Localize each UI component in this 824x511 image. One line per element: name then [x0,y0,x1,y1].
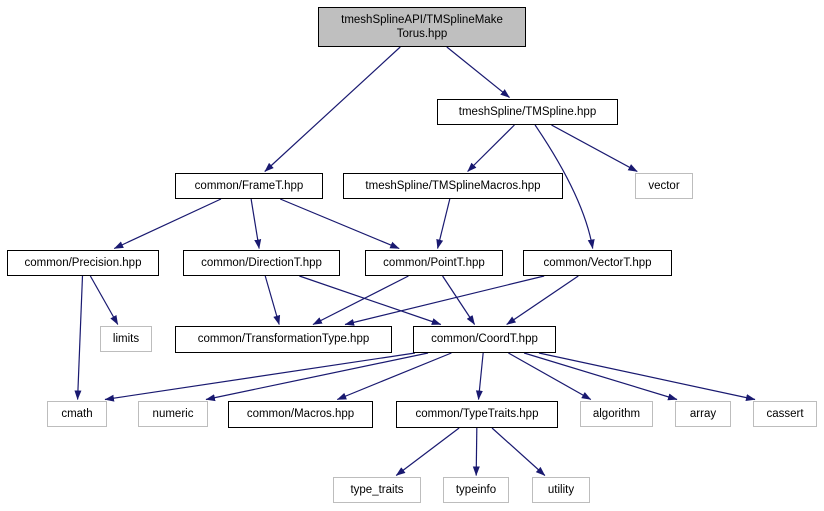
edge-vectort-coordt [506,275,579,325]
node-numeric: numeric [138,401,208,427]
edge-maketorus-framet [264,46,401,172]
edge-pointt-transformationtype [312,275,409,326]
node-tmsplinemacros[interactable]: tmeshSpline/TMSplineMacros.hpp [343,173,563,199]
edge-coordt-cmath [104,352,416,402]
edge-coordt-macros [336,352,452,401]
node-typeinfo: typeinfo [443,477,509,503]
node-typetraits[interactable]: common/TypeTraits.hpp [396,401,558,428]
edge-coordt-numeric [205,352,429,402]
edge-typetraits-utility [491,427,546,476]
edge-precision-cmath [74,275,84,400]
node-directiont[interactable]: common/DirectionT.hpp [183,250,340,276]
edge-tmspline-vector [551,124,638,173]
edge-directiont-transformationtype [264,275,281,325]
node-transformationtype[interactable]: common/TransformationType.hpp [175,326,392,353]
edge-vectort-transformationtype [344,275,545,326]
node-macros[interactable]: common/Macros.hpp [228,401,373,428]
edge-framet-directiont [250,198,262,249]
edge-tmsplinemacros-pointt [436,198,451,249]
edge-framet-precision [113,198,222,250]
node-utility: utility [532,477,590,503]
edge-typetraits-type_traits [395,427,460,476]
edge-tmspline-tmsplinemacros [467,124,515,172]
edge-coordt-cassert [538,352,756,402]
node-cmath: cmath [47,401,107,427]
edge-tmspline-vectort [534,124,595,249]
edge-coordt-typetraits [475,352,484,400]
edge-maketorus-tmspline [446,46,510,98]
node-maketorus: tmeshSplineAPI/TMSplineMake Torus.hpp [318,7,526,47]
node-limits: limits [100,326,152,352]
node-framet[interactable]: common/FrameT.hpp [175,173,323,199]
edge-directiont-coordt [299,275,442,326]
edge-framet-pointt [280,198,400,250]
node-pointt[interactable]: common/PointT.hpp [365,250,503,276]
node-type_traits: type_traits [333,477,421,503]
node-array: array [675,401,731,427]
node-precision[interactable]: common/Precision.hpp [7,250,159,276]
edge-pointt-coordt [442,275,476,325]
node-coordt[interactable]: common/CoordT.hpp [413,326,556,353]
node-cassert: cassert [753,401,817,427]
node-algorithm: algorithm [580,401,653,427]
node-tmspline[interactable]: tmeshSpline/TMSpline.hpp [437,99,618,125]
edge-coordt-array [523,352,678,401]
edge-typetraits-typeinfo [472,427,480,476]
node-vector: vector [635,173,693,199]
edge-coordt-algorithm [508,352,592,401]
node-vectort[interactable]: common/VectorT.hpp [523,250,672,276]
edge-precision-limits [89,275,119,325]
